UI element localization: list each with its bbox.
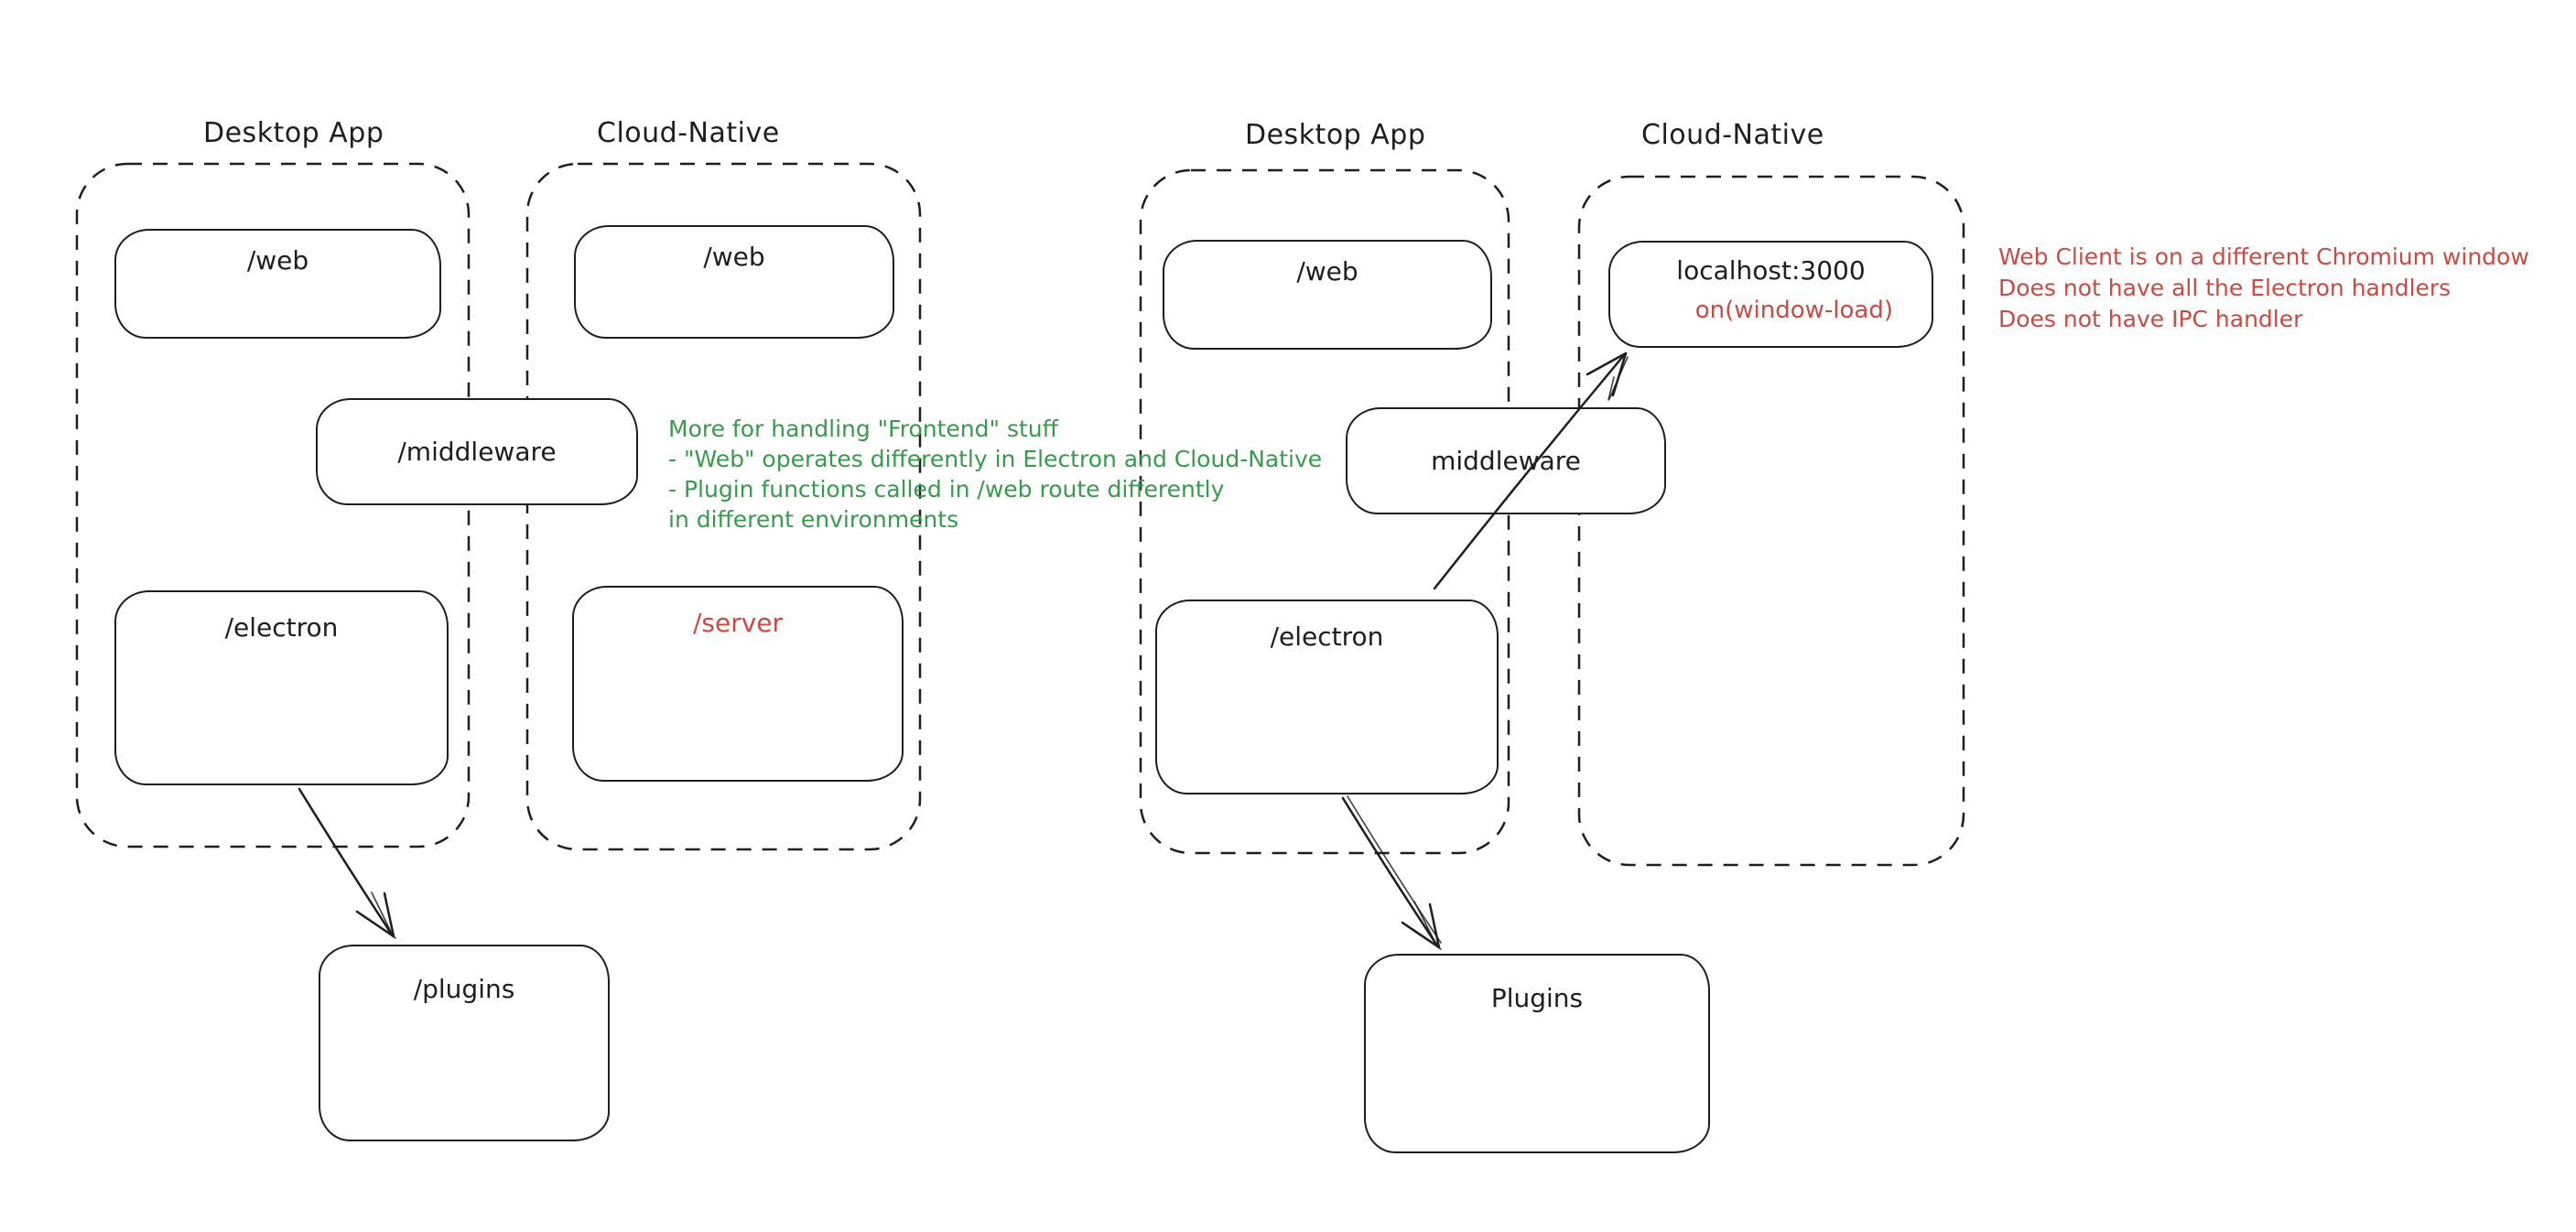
cloud-native-container-right bbox=[1577, 175, 1965, 867]
web-box-right-desktop: /web bbox=[1163, 240, 1492, 350]
group-title-cloud-right: Cloud-Native bbox=[1641, 119, 1824, 151]
server-box-left-label: /server bbox=[692, 608, 784, 638]
plugins-box-left-label: /plugins bbox=[413, 974, 515, 1004]
group-title-desktop-right: Desktop App bbox=[1245, 119, 1426, 151]
middleware-box-left: /middleware bbox=[316, 398, 638, 505]
plugins-box-left: /plugins bbox=[319, 945, 610, 1141]
middleware-box-right: middleware bbox=[1346, 407, 1666, 514]
note-frontend-line-3: - Plugin functions called in /web route … bbox=[668, 476, 1225, 503]
web-box-left-desktop-label: /web bbox=[246, 245, 309, 276]
localhost-box-label: localhost:3000 bbox=[1676, 255, 1866, 286]
web-box-right-desktop-label: /web bbox=[1296, 256, 1358, 286]
desktop-app-container-right bbox=[1139, 168, 1510, 855]
plugins-box-right-label: Plugins bbox=[1490, 983, 1584, 1013]
note-frontend-line-1: More for handling "Frontend" stuff bbox=[668, 416, 1058, 442]
group-title-desktop-left: Desktop App bbox=[203, 117, 384, 149]
note-web-client-line-2: Does not have all the Electron handlers bbox=[1998, 275, 2452, 301]
electron-box-right-label: /electron bbox=[1270, 621, 1384, 652]
cloud-native-container-left bbox=[525, 162, 922, 851]
plugins-box-right: Plugins bbox=[1364, 954, 1710, 1153]
localhost-box-right: localhost:3000 on(window-load) bbox=[1608, 241, 1933, 348]
note-frontend-line-2: - "Web" operates differently in Electron… bbox=[668, 446, 1323, 472]
web-box-left-cloud: /web bbox=[574, 225, 894, 339]
note-frontend-line-4: in different environments bbox=[668, 506, 959, 533]
web-box-left-cloud-label: /web bbox=[703, 242, 765, 272]
electron-box-right: /electron bbox=[1155, 600, 1499, 794]
note-web-client-line-3: Does not have IPC handler bbox=[1998, 306, 2303, 332]
note-web-client-red: Web Client is on a different Chromium wi… bbox=[1998, 242, 2529, 335]
server-box-left: /server bbox=[572, 586, 904, 782]
desktop-app-container-left bbox=[75, 162, 471, 848]
middleware-box-left-label: /middleware bbox=[397, 437, 557, 467]
on-window-load-label: on(window-load) bbox=[1694, 297, 1893, 324]
electron-box-left: /electron bbox=[114, 590, 449, 785]
middleware-box-right-label: middleware bbox=[1431, 446, 1581, 476]
note-web-client-line-1: Web Client is on a different Chromium wi… bbox=[1998, 243, 2529, 270]
group-title-cloud-left: Cloud-Native bbox=[597, 117, 780, 149]
electron-box-left-label: /electron bbox=[224, 612, 339, 643]
web-box-left-desktop: /web bbox=[114, 229, 441, 339]
note-frontend-green: More for handling "Frontend" stuff - "We… bbox=[668, 414, 1322, 535]
